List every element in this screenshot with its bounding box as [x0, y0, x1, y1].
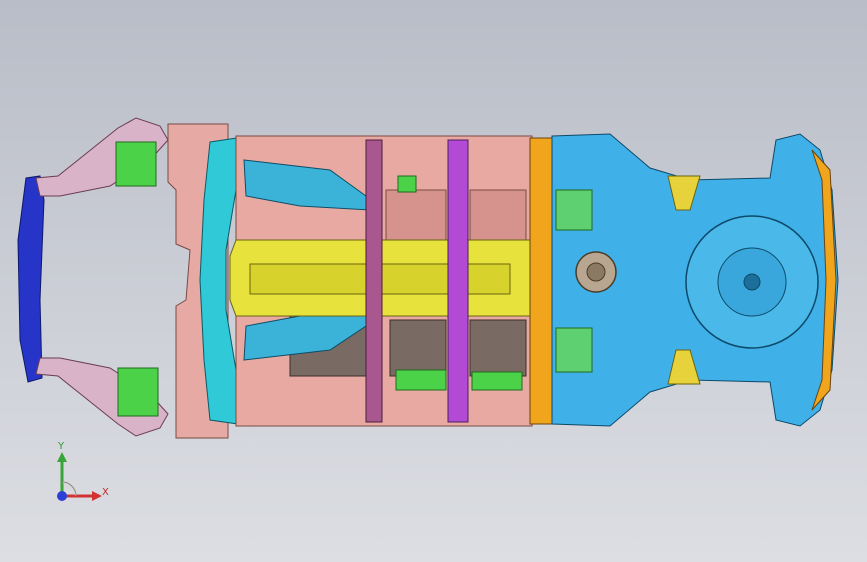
floor-pan-right-rear[interactable] — [469, 319, 527, 377]
bracket-front-lower[interactable] — [117, 367, 159, 417]
seat-crossmember-rear[interactable] — [447, 139, 469, 423]
bracket-front-upper[interactable] — [115, 141, 157, 187]
seat-crossmember-front[interactable] — [365, 139, 383, 423]
bracket-floor-center[interactable] — [397, 175, 417, 193]
bracket-rear-lower[interactable] — [555, 327, 593, 373]
coordinate-triad: Y X — [44, 438, 124, 510]
x-axis-arrow — [92, 491, 102, 501]
spare-wheel-well-hub[interactable] — [743, 273, 761, 291]
triad-graphic — [57, 452, 102, 501]
bracket-floor-lower[interactable] — [395, 369, 447, 391]
front-bumper-beam[interactable] — [17, 175, 45, 383]
floor-pan-left-rear[interactable] — [389, 319, 447, 377]
rear-panel-edge[interactable] — [811, 149, 837, 411]
rear-suspension-mount-inner[interactable] — [586, 262, 606, 282]
y-axis-label: Y — [58, 441, 65, 452]
rear-rail-reinforcement-lower[interactable] — [667, 349, 701, 385]
bracket-rear-upper[interactable] — [555, 189, 593, 231]
triad-rotation-arc — [61, 481, 77, 497]
bracket-floor-lower-rear[interactable] — [471, 371, 523, 391]
z-axis-dot — [57, 491, 67, 501]
rear-floor-crossmember[interactable] — [529, 137, 553, 425]
floor-pan-upper-rear[interactable] — [469, 189, 527, 241]
x-axis-label: X — [102, 487, 109, 498]
floor-pan-upper-mid[interactable] — [385, 189, 447, 241]
rear-rail-reinforcement-upper[interactable] — [667, 175, 701, 211]
y-axis-arrow — [57, 452, 67, 462]
